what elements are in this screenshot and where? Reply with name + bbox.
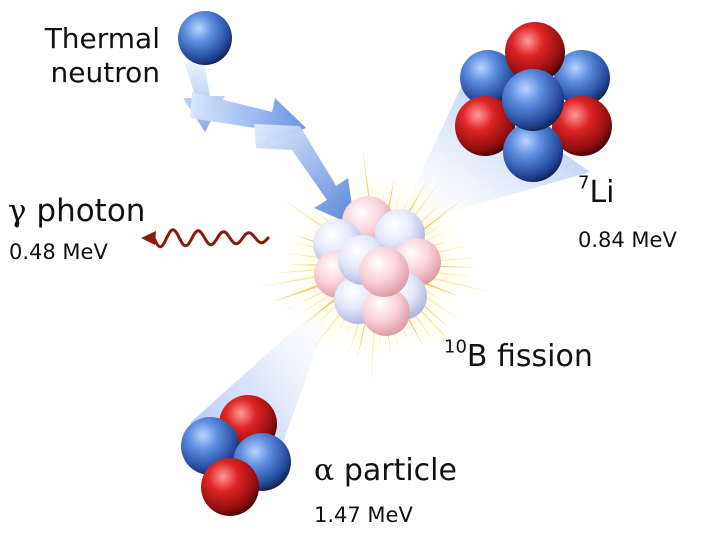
lithium-energy-label: 0.84 MeV <box>578 228 677 252</box>
li-nucleon-proton <box>552 96 612 156</box>
gamma-energy-label: 0.48 MeV <box>9 240 108 264</box>
lithium-symbol: Li <box>589 175 615 210</box>
li-nucleon-proton <box>505 22 565 82</box>
li-nucleon-neutron <box>460 50 516 106</box>
b-nucleon-proton <box>359 247 409 297</box>
thermal-label-line-2: neutron <box>50 56 160 89</box>
boron-fission-text: B fission <box>466 339 593 374</box>
b-nucleon-proton <box>362 288 410 336</box>
li-nucleon-neutron <box>554 50 610 106</box>
lithium-7-nucleus <box>455 22 612 182</box>
boron-10-nucleus <box>313 196 441 336</box>
lithium-mass-number: 7 <box>578 172 590 194</box>
alpha-energy-label: 1.47 MeV <box>314 503 413 527</box>
alpha-symbol: α <box>314 453 335 488</box>
thermal-neutron <box>178 11 232 65</box>
alpha-nucleon-proton <box>201 458 259 516</box>
li-nucleon-proton <box>455 96 515 156</box>
gamma-word: photon <box>36 193 146 229</box>
gamma-photon-wave <box>152 228 270 249</box>
gamma-photon-label: γ photon <box>8 196 145 227</box>
gamma-arrowhead <box>141 231 156 245</box>
alpha-particle <box>181 395 291 516</box>
neutron-path-arrow-3 <box>254 124 355 226</box>
li-nucleon-neutron <box>502 69 564 131</box>
boron-fission-label: 10B fission <box>444 338 593 374</box>
alpha-word: particle <box>343 453 457 488</box>
boron-mass-number: 10 <box>444 336 467 358</box>
gamma-symbol: γ <box>8 193 27 229</box>
lithium-beam <box>395 83 590 228</box>
li-nucleon-neutron <box>503 122 563 182</box>
thermal-label-line-1: Thermal <box>44 22 160 55</box>
lithium-label: 7Li <box>578 174 615 210</box>
alpha-particle-label: α particle <box>314 456 457 486</box>
thermal-neutron-label: Thermal neutron <box>38 22 160 90</box>
